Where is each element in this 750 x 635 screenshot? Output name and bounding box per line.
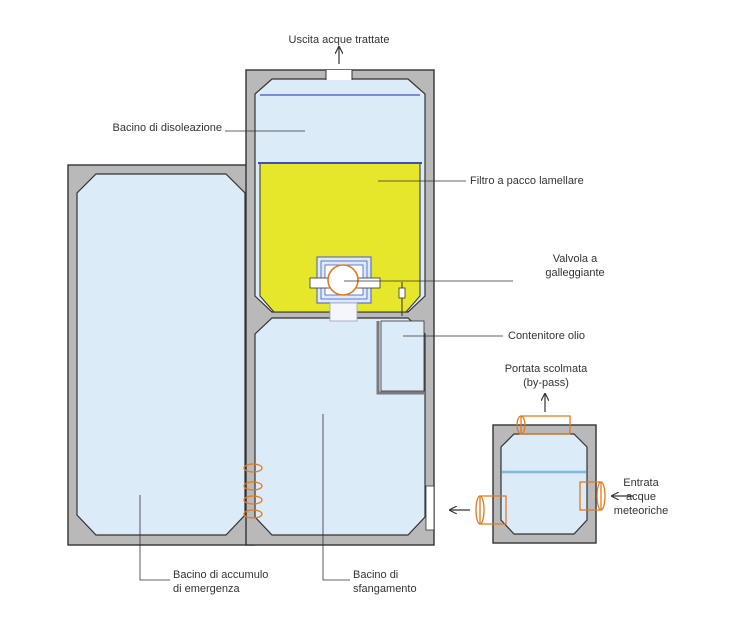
connector-pipes <box>243 463 263 519</box>
inlet-well <box>475 415 606 544</box>
outlet-pipe <box>479 495 507 525</box>
label-sludge-basin-2: sfangamento <box>353 583 417 595</box>
leader-lines <box>139 130 513 581</box>
label-float-valve-1: Valvola a <box>553 253 598 265</box>
label-emergency-basin-1: Bacino di accumulo <box>173 569 268 581</box>
oil-container <box>376 282 425 395</box>
labels: Uscita acque trattate Bacino di disoleaz… <box>113 34 669 595</box>
label-oil-separation-basin: Bacino di disoleazione <box>113 122 222 134</box>
label-float-valve-2: galleggiante <box>545 267 604 279</box>
main-tank <box>245 69 435 546</box>
float-valve <box>309 256 381 322</box>
bypass-pipe <box>520 415 571 435</box>
label-oil-container: Contenitore olio <box>508 330 585 342</box>
label-bypass-1: Portata scolmata <box>505 363 588 375</box>
label-emergency-basin-2: di emergenza <box>173 583 241 595</box>
outlet-opening <box>326 70 352 80</box>
label-bypass-2: (by-pass) <box>523 377 569 389</box>
label-inlet-2: acque <box>626 491 656 503</box>
label-outlet: Uscita acque trattate <box>289 34 390 46</box>
label-inlet-1: Entrata <box>623 477 659 489</box>
label-sludge-basin-1: Bacino di <box>353 569 398 581</box>
label-inlet-3: meteoriche <box>614 505 668 517</box>
label-lamellar-filter: Filtro a pacco lamellare <box>470 175 584 187</box>
side-opening <box>425 485 435 531</box>
emergency-basin <box>67 164 255 546</box>
